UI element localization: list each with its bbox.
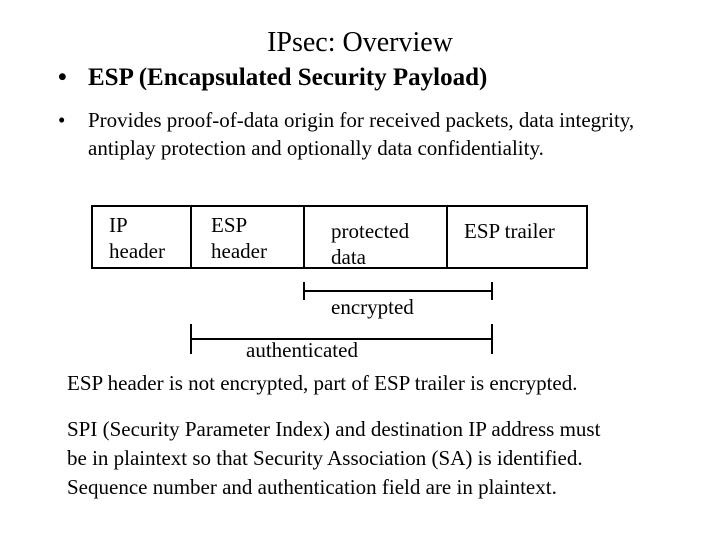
note-spi-line2: be in plaintext so that Security Associa…: [67, 446, 583, 470]
authenticated-bracket-line: [190, 338, 493, 340]
encrypted-bracket-right: [491, 282, 493, 300]
cell-esp-header: ESP header: [211, 212, 267, 264]
authenticated-bracket-right: [491, 324, 493, 354]
bullet-provides-text: Provides proof-of-data origin for receiv…: [88, 108, 635, 160]
cell-divider: [446, 205, 448, 269]
cell-esp-trailer-line1: ESP trailer: [464, 219, 555, 243]
bullet-esp-text: ESP (Encapsulated Security Payload): [88, 64, 488, 91]
cell-divider: [303, 205, 305, 269]
cell-protected-data: protected data: [331, 218, 409, 270]
slide-title: IPsec: Overview: [267, 27, 453, 58]
encrypted-bracket-line: [303, 290, 493, 292]
bullet-marker: •: [58, 64, 67, 91]
cell-protected-data-line1: protected: [331, 219, 410, 243]
bullet-marker: •: [58, 108, 66, 132]
encrypted-label: encrypted: [331, 295, 414, 319]
cell-ip-header: IP header: [109, 212, 165, 264]
cell-protected-data-line2: data: [331, 245, 366, 269]
note-encryption: ESP header is not encrypted, part of ESP…: [67, 371, 578, 395]
cell-esp-header-line2: header: [211, 239, 267, 263]
note-spi-line3: Sequence number and authentication field…: [67, 475, 557, 499]
authenticated-label: authenticated: [246, 338, 358, 362]
cell-esp-header-line1: ESP: [211, 213, 248, 237]
cell-ip-header-line1: IP: [109, 213, 128, 237]
bullet-esp: • ESP (Encapsulated Security Payload): [58, 62, 487, 94]
cell-esp-trailer: ESP trailer: [464, 218, 555, 244]
bullet-provides: • Provides proof-of-data origin for rece…: [58, 106, 658, 196]
note-spi-line1: SPI (Security Parameter Index) and desti…: [67, 417, 601, 441]
esp-packet-diagram: [91, 205, 588, 269]
cell-divider: [190, 205, 192, 269]
cell-ip-header-line2: header: [109, 239, 165, 263]
